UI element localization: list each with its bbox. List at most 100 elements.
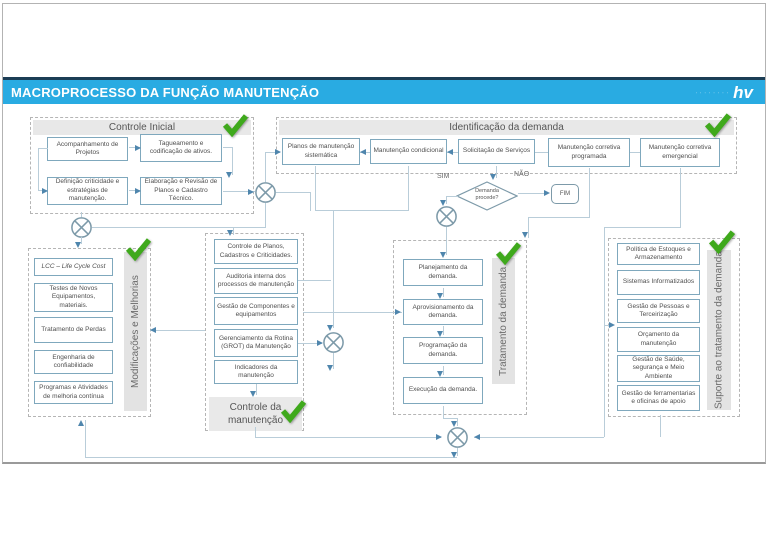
decision-question: Demanda procede? [475,188,499,202]
connector-line [446,227,447,255]
connector-line [255,437,441,438]
gateway-connector-2 [71,217,92,238]
connector-arrow [360,149,366,155]
connector-arrow [447,149,453,155]
box-programas-melhoria: Programas e Atividades de melhoria contí… [34,381,113,404]
connector-line [276,192,310,193]
box-aprovisionamento-demanda: Aprovisionamento da demanda. [403,299,483,325]
connector-arrow [522,232,528,238]
connector-arrow [150,327,156,333]
section-controle-inicial-title: Controle Inicial [33,120,251,135]
box-execucao-demanda: Execução da demanda. [403,377,483,404]
connector-line [233,227,234,235]
connector-arrow [327,325,333,331]
check-icon-modificacoes [125,238,152,261]
box-planejamento-demanda: Planejamento da demanda. [403,259,483,286]
connector-line [298,280,331,281]
connector-line [604,325,613,326]
box-gerenciamento-rotina: Gerenciamento da Rotina (GROT) da Manute… [214,329,298,357]
connector-line [443,418,458,419]
connector-line [303,312,402,313]
connector-line [630,152,640,153]
connector-arrow [327,365,333,371]
connector-arrow [440,200,446,206]
box-auditoria-interna: Auditoria interna dos processos de manut… [214,268,298,294]
end-node: FIM [551,184,579,204]
connector-line [589,168,590,218]
section-identificacao-title: Identificação da demanda [279,120,734,135]
connector-line [38,148,48,149]
box-corretiva-emergencial: Manutenção corretiva emergencial [640,138,720,167]
check-icon-tratamento [495,242,522,265]
connector-arrow [609,322,615,328]
section-tratamento-demanda [393,240,527,415]
box-gestao-componentes: Gestão de Componentes e equipamentos [214,297,298,325]
section-modificacoes-label: Modificações e Melhorias [124,252,147,411]
connector-line [528,217,590,218]
connector-line [457,448,458,456]
connector-line [680,168,681,228]
box-gestao-pessoas: Gestão de Pessoas e Terceirização [617,299,700,323]
connector-arrow [451,421,457,427]
box-definicao-criticidade: Definição criticidade e estratégias de m… [47,177,128,205]
connector-line [474,437,604,438]
box-tagueamento: Tagueamento e codificação de ativos. [140,134,222,162]
connector-arrow [248,189,254,195]
connector-line [256,384,257,395]
connector-line [496,166,497,178]
header-bar: MACROPROCESSO DA FUNÇÃO MANUTENÇÃO · · ·… [3,77,765,104]
box-tratamento-perdas: Tratamento de Perdas [34,317,113,343]
connector-line [528,217,529,238]
connector-line [315,166,316,211]
connector-line [265,152,280,153]
company-logo: · · · · · · · ·hv [695,83,753,102]
connector-arrow [436,434,442,440]
connector-line [265,203,266,227]
connector-line [223,191,255,192]
check-icon-suporte [708,230,736,254]
decision-yes-label: SIM [437,173,450,180]
box-orcamento-manutencao: Orçamento da manutenção [617,327,700,352]
gateway-connector-1 [255,182,276,203]
box-elaboracao-revisao: Elaboração e Revisão de Planos e Cadastr… [140,177,222,205]
check-icon-controle-inicial [222,114,249,137]
connector-line [85,457,457,458]
connector-line [535,152,548,153]
connector-line [446,196,447,204]
connector-arrow [451,452,457,458]
connector-line [298,343,322,344]
section-controle-inicial: Controle Inicial [30,117,254,214]
connector-arrow [440,252,446,258]
connector-arrow [474,434,480,440]
box-gestao-saude: Gestão de Saúde, segurança e Meio Ambien… [617,355,700,382]
connector-line [255,427,256,437]
box-sistemas-informatizados: Sistemas Informatizados [617,270,700,295]
connector-arrow [227,230,233,236]
connector-line [333,353,334,369]
connector-line [604,227,681,228]
section-identificacao-demanda: Identificação da demanda [276,117,737,174]
connector-arrow [42,188,48,194]
box-controle-planos: Controle de Planos, Cadastros e Criticid… [214,239,298,264]
connector-line [604,227,605,437]
box-politica-estoques: Política de Estoques e Armazenamento [617,243,700,265]
connector-arrow [317,340,323,346]
connector-arrow [226,172,232,178]
gateway-connector-5 [447,427,468,448]
connector-arrow [135,188,141,194]
box-corretiva-programada: Manutenção corretiva programada [548,138,630,167]
connector-arrow [135,145,141,151]
connector-arrow [544,190,550,196]
connector-line [92,227,266,228]
box-engenharia-confiabilidade: Engenharia de confiabilidade [34,350,113,374]
connector-line [129,190,140,191]
box-gestao-ferramentarias: Gestão de ferramentarias e oficinas de a… [617,385,700,411]
connector-line [518,193,548,194]
connector-line [660,415,661,437]
connector-line [408,166,409,211]
connector-line [223,147,233,148]
gateway-connector-4 [323,332,344,353]
check-icon-controle-manutencao [280,400,307,423]
connector-line [38,148,39,191]
